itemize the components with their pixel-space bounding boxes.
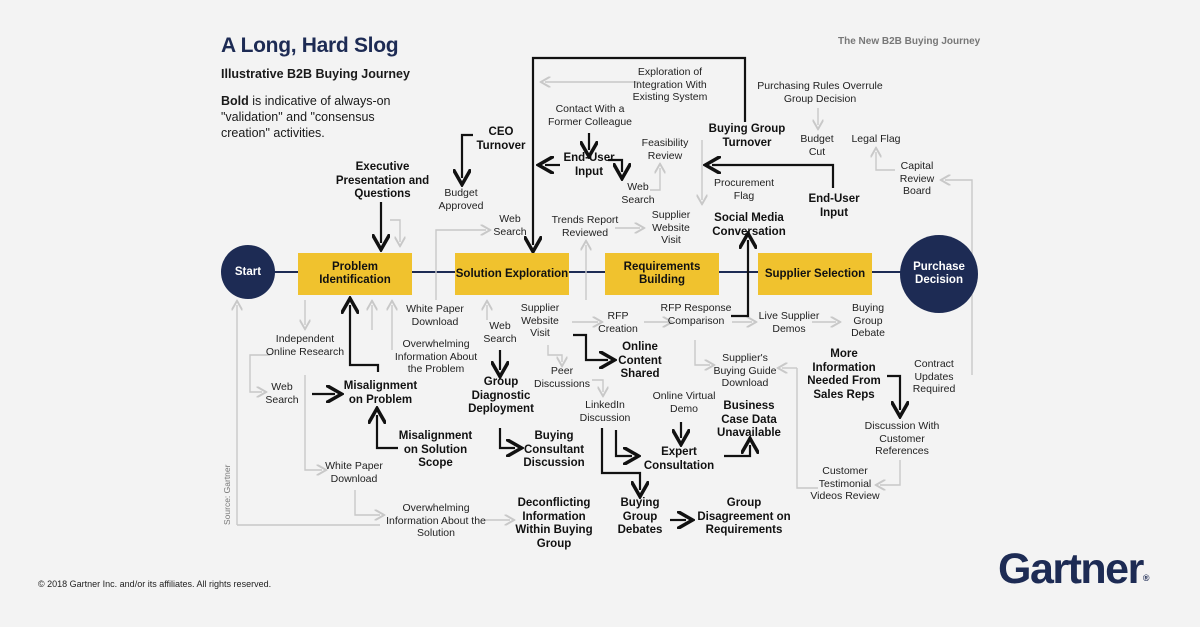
- activity-supplier-website-top: Supplier Website Visit: [651, 209, 691, 246]
- logo-text: Gartner: [998, 545, 1144, 593]
- activity-deconflicting: Deconflicting Information Within Buying …: [515, 497, 593, 550]
- activity-web-search-left: Web Search: [265, 381, 299, 406]
- activity-overwhelming-solution: Overwhelming Information About the Solut…: [386, 502, 486, 539]
- activity-rfp-response: RFP Response Comparison: [660, 302, 732, 327]
- activity-legal-flag: Legal Flag: [851, 133, 901, 145]
- activity-more-info-sales: More Information Needed From Sales Reps: [807, 348, 881, 401]
- activity-buying-group-turnover: Buying Group Turnover: [708, 123, 786, 149]
- activity-web-search-mid: Web Search: [493, 213, 527, 238]
- activity-independent-research: Independent Online Research: [265, 333, 345, 358]
- activity-rfp-creation: RFP Creation: [598, 310, 638, 335]
- activity-white-paper-2: White Paper Download: [325, 460, 383, 485]
- stage-problem-identification: Problem Identification: [298, 253, 412, 295]
- activity-group-diagnostic: Group Diagnostic Deployment: [468, 376, 534, 415]
- gartner-logo: Gartner®: [998, 545, 1149, 594]
- activity-exploration-integration: Exploration of Integration With Existing…: [632, 66, 708, 103]
- activity-buying-consultant: Buying Consultant Discussion: [523, 430, 585, 469]
- registered-mark: ®: [1142, 573, 1150, 583]
- activity-misalignment-problem: Misalignment on Problem: [343, 380, 418, 406]
- activity-supplier-website-low: Supplier Website Visit: [520, 302, 560, 339]
- stage-supplier-selection: Supplier Selection: [758, 253, 872, 295]
- start-node: Start: [221, 245, 275, 299]
- page-subtitle: Illustrative B2B Buying Journey: [221, 67, 410, 81]
- activity-feasibility-review: Feasibility Review: [641, 137, 689, 162]
- activity-executive-presentation: Executive Presentation and Questions: [335, 161, 430, 200]
- activity-testimonial-videos: Customer Testimonial Videos Review: [810, 465, 880, 502]
- stage-requirements-building: Requirements Building: [605, 253, 719, 295]
- legend-note: Bold is indicative of always-on "validat…: [221, 93, 421, 141]
- purchase-decision-label: Purchase Decision: [913, 261, 965, 286]
- activity-expert-consultation: Expert Consultation: [643, 446, 715, 472]
- activity-ceo-turnover: CEO Turnover: [476, 126, 526, 152]
- activity-business-case: Business Case Data Unavailable: [717, 400, 781, 439]
- activity-trends-report: Trends Report Reviewed: [551, 214, 619, 239]
- activity-capital-review-board: Capital Review Board: [899, 160, 935, 197]
- copyright: © 2018 Gartner Inc. and/or its affiliate…: [38, 579, 272, 589]
- source-note: Source: Gartner: [222, 464, 232, 525]
- page-title: A Long, Hard Slog: [221, 34, 399, 57]
- activity-group-disagreement: Group Disagreement on Requirements: [697, 497, 791, 536]
- activity-peer-discussions: Peer Discussions: [533, 365, 591, 390]
- activity-buying-group-debates: Buying Group Debates: [617, 497, 663, 536]
- activity-online-content-shared: Online Content Shared: [618, 341, 662, 380]
- activity-buying-guide: Supplier's Buying Guide Download: [713, 352, 777, 389]
- activity-overwhelming-problem: Overwhelming Information About the Probl…: [394, 338, 478, 375]
- legend-text: is indicative of always-on "validation" …: [221, 94, 391, 140]
- activity-buying-group-debate: Buying Group Debate: [851, 302, 885, 339]
- purchase-decision-node: Purchase Decision: [900, 235, 978, 313]
- activity-web-search-low: Web Search: [483, 320, 517, 345]
- activity-virtual-demo: Online Virtual Demo: [652, 390, 716, 415]
- series-label: The New B2B Buying Journey: [838, 36, 981, 47]
- activity-customer-references: Discussion With Customer References: [864, 420, 940, 457]
- activity-live-demos: Live Supplier Demos: [758, 310, 820, 335]
- activity-procurement-flag: Procurement Flag: [713, 177, 775, 202]
- activity-purchasing-rules: Purchasing Rules Overrule Group Decision: [757, 80, 883, 105]
- activity-budget-cut: Budget Cut: [800, 133, 834, 158]
- activity-contract-updates: Contract Updates Required: [912, 358, 956, 395]
- activity-misalignment-scope: Misalignment on Solution Scope: [398, 430, 473, 469]
- activity-budget-approved: Budget Approved: [438, 187, 484, 212]
- legend-bold-word: Bold: [221, 94, 249, 108]
- activity-linkedin-discussion: LinkedIn Discussion: [579, 399, 631, 424]
- stage-solution-exploration: Solution Exploration: [455, 253, 569, 295]
- activity-end-user-input-1: End-User Input: [563, 152, 615, 178]
- activity-social-media-conversation: Social Media Conversation: [712, 212, 786, 238]
- activity-end-user-input-2: End-User Input: [808, 193, 860, 219]
- activity-web-search-top: Web Search: [621, 181, 655, 206]
- activity-white-paper-1: White Paper Download: [406, 303, 464, 328]
- activity-contact-colleague: Contact With a Former Colleague: [547, 103, 633, 128]
